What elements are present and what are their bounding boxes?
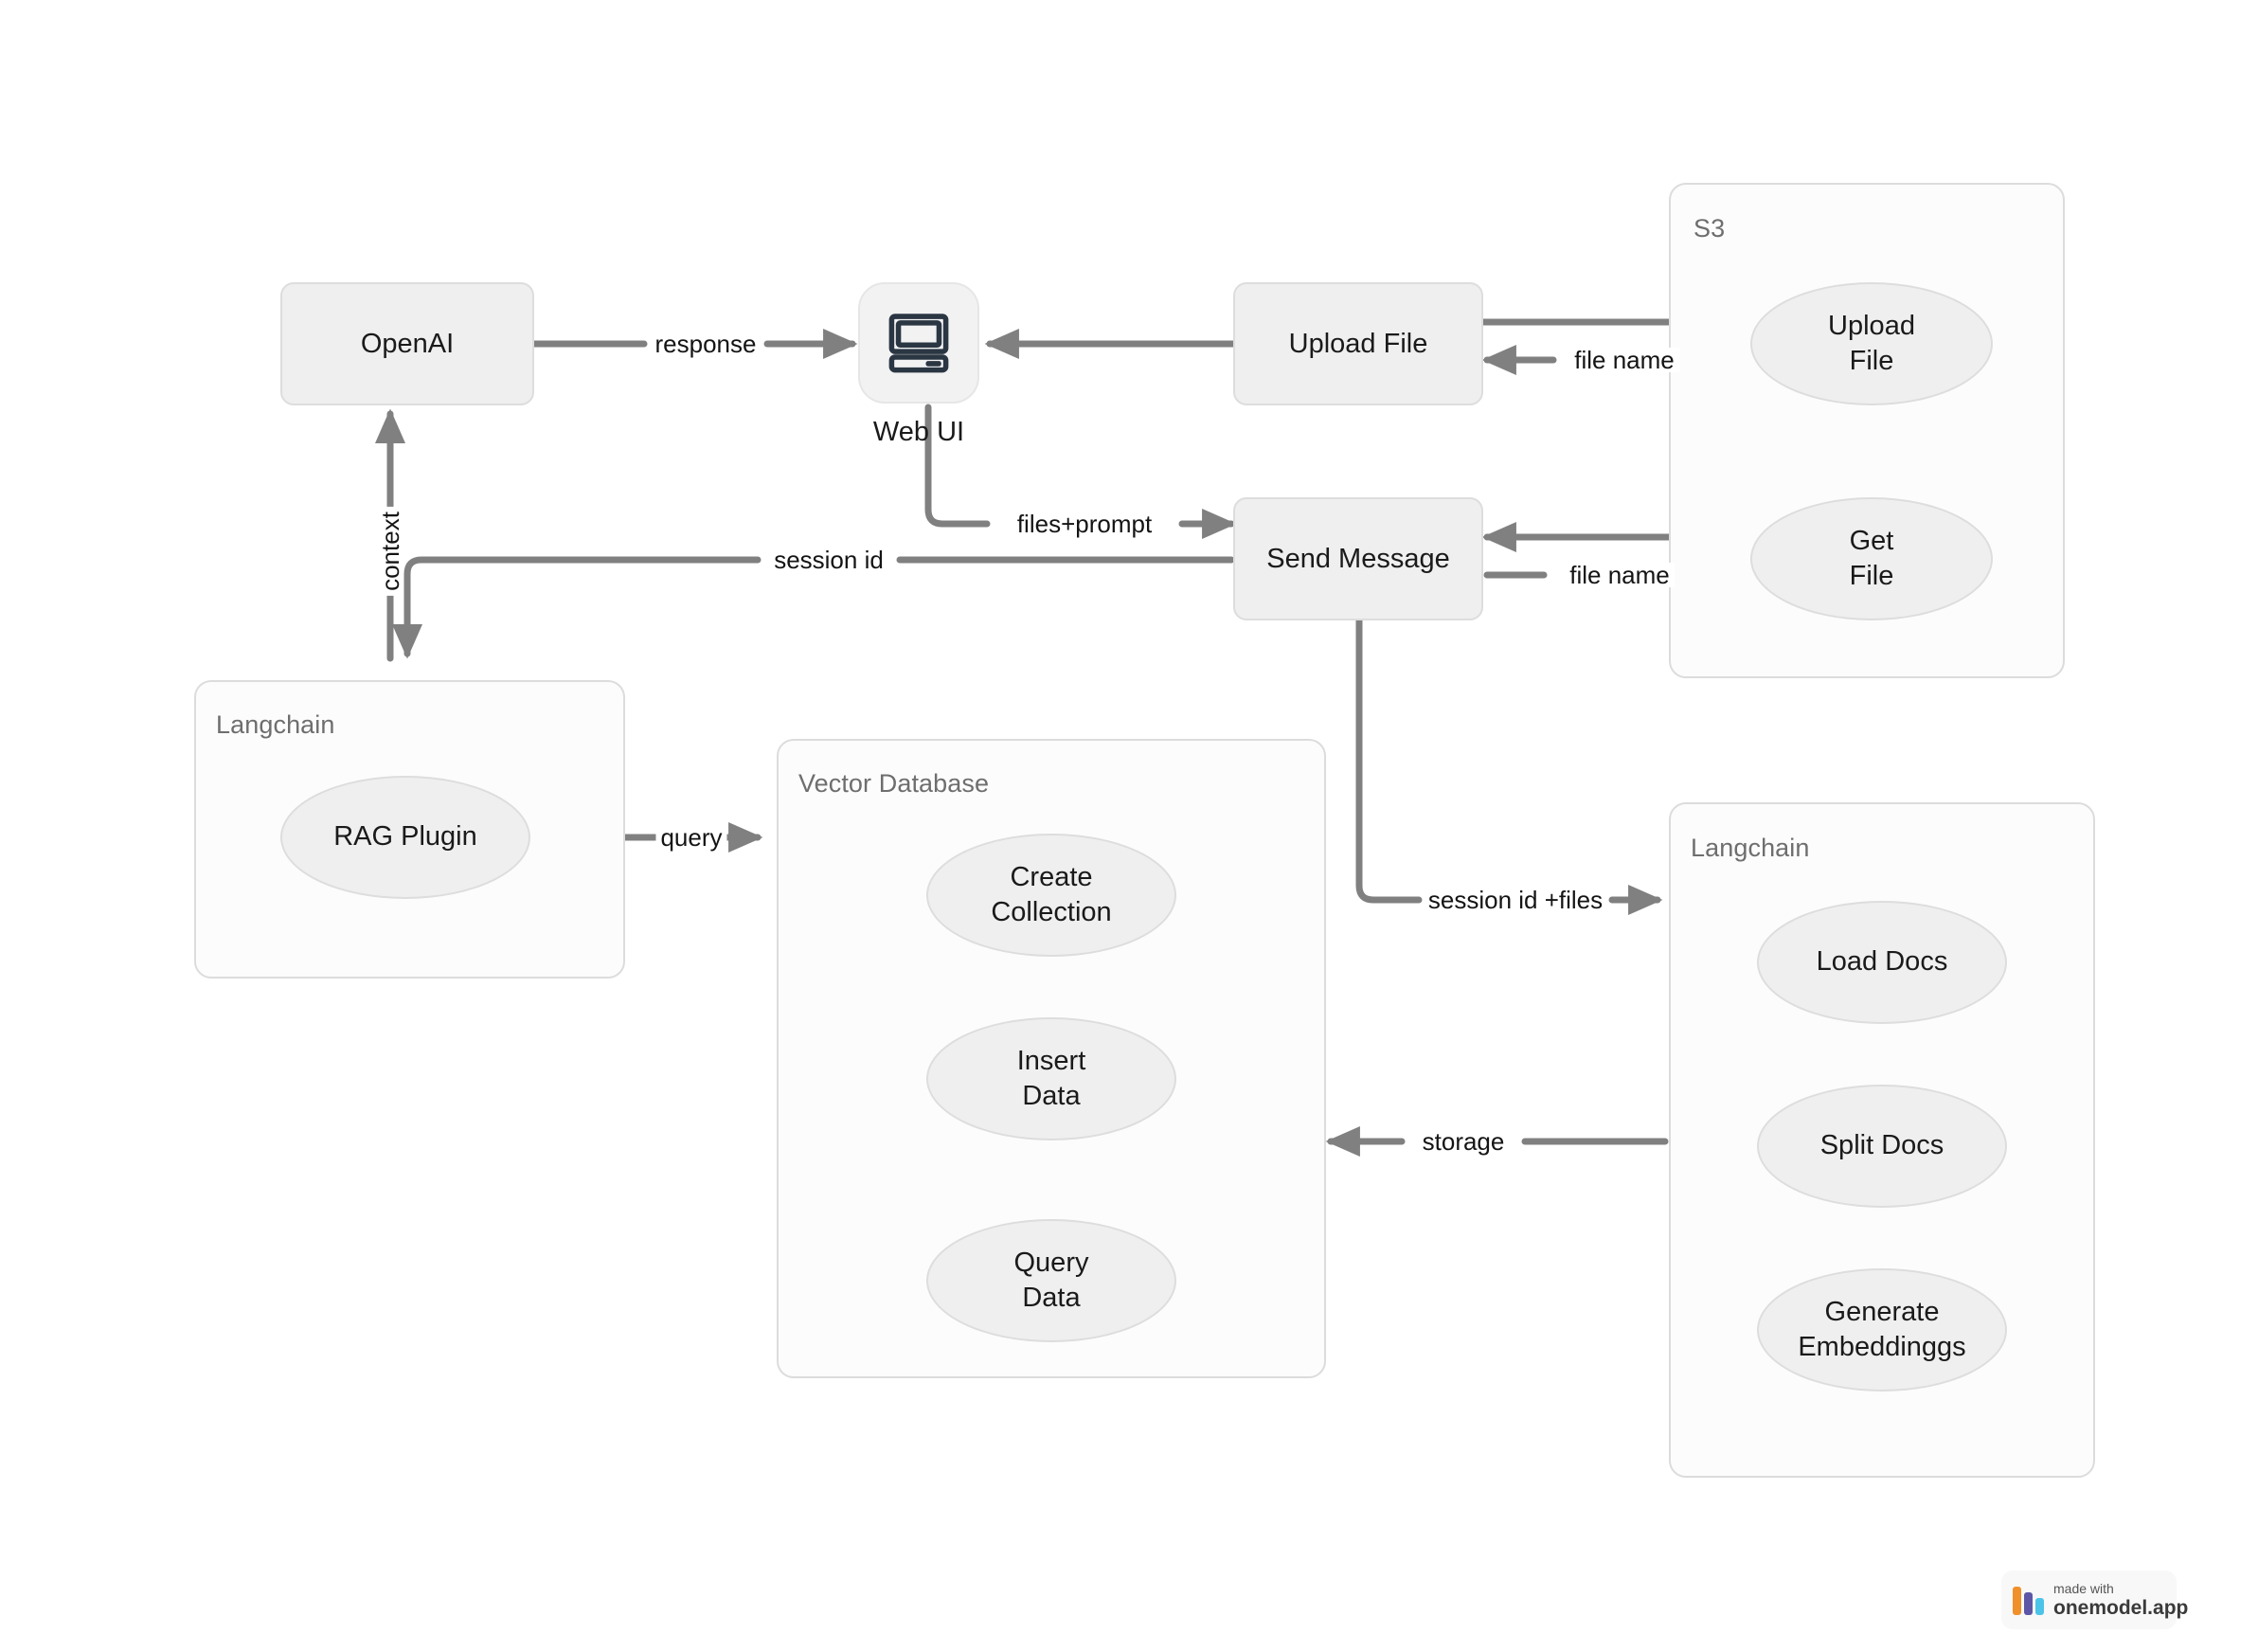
- group-langchain-ingest-label: Langchain: [1691, 834, 1810, 862]
- watermark-badge[interactable]: made with onemodel.app: [2001, 1571, 2188, 1629]
- node-openai[interactable]: OpenAI: [280, 282, 534, 405]
- node-s3-upload-file-line2: File: [1849, 346, 1894, 376]
- node-insert-data[interactable]: Insert Data: [926, 1017, 1176, 1140]
- node-split-docs[interactable]: Split Docs: [1757, 1085, 2007, 1208]
- node-query-data-line2: Data: [1022, 1283, 1081, 1313]
- node-generate-embeddings-line1: Generate: [1824, 1296, 1940, 1327]
- edge-sessionfiles-seg1: [1355, 617, 1423, 904]
- node-web-ui[interactable]: [858, 282, 979, 404]
- desktop-computer-icon: [888, 314, 949, 373]
- edge-label-session-id-files: session id +files: [1423, 888, 1608, 912]
- edge-label-session-id: session id: [769, 548, 888, 572]
- node-rag-plugin[interactable]: RAG Plugin: [280, 776, 530, 899]
- node-s3-upload-file[interactable]: Upload File: [1750, 282, 1993, 405]
- node-generate-embeddings[interactable]: Generate Embeddinggs: [1757, 1268, 2007, 1392]
- node-query-data[interactable]: Query Data: [926, 1219, 1176, 1342]
- watermark-made-with: made with: [2053, 1581, 2114, 1596]
- node-create-collection-line2: Collection: [991, 897, 1112, 927]
- edge-label-file-name-upload: file name: [1569, 348, 1679, 372]
- edge-sessionid-seg2: [391, 556, 762, 659]
- node-create-collection-line1: Create: [1010, 861, 1093, 892]
- node-send-message[interactable]: Send Message: [1233, 497, 1483, 620]
- node-insert-data-line1: Insert: [1016, 1045, 1086, 1076]
- group-vector-database-label: Vector Database: [798, 769, 990, 798]
- node-generate-embeddings-line2: Embeddinggs: [1798, 1332, 1966, 1362]
- node-query-data-line1: Query: [1013, 1247, 1089, 1278]
- node-web-ui-label: Web UI: [872, 417, 965, 447]
- node-s3-upload-file-line1: Upload: [1828, 310, 1915, 341]
- edge-label-query: query: [655, 825, 727, 850]
- node-upload-file-action[interactable]: Upload File: [1233, 282, 1483, 405]
- node-load-docs[interactable]: Load Docs: [1757, 901, 2007, 1024]
- edge-label-context: context: [376, 507, 404, 596]
- edge-label-file-name-get: file name: [1565, 563, 1675, 587]
- group-langchain-rag-label: Langchain: [216, 710, 335, 739]
- node-create-collection[interactable]: Create Collection: [926, 834, 1176, 957]
- edge-label-response: response: [650, 332, 762, 356]
- watermark-brand: onemodel.app: [2053, 1597, 2189, 1619]
- edge-label-files-prompt: files+prompt: [1012, 512, 1157, 536]
- group-s3-label: S3: [1694, 214, 1726, 242]
- onemodel-logo-icon: [2013, 1585, 2044, 1615]
- node-s3-get-file-line2: File: [1849, 561, 1894, 591]
- node-insert-data-line2: Data: [1022, 1081, 1081, 1111]
- node-s3-get-file-line1: Get: [1849, 525, 1894, 556]
- node-s3-get-file[interactable]: Get File: [1750, 497, 1993, 620]
- edge-label-storage: storage: [1417, 1129, 1510, 1154]
